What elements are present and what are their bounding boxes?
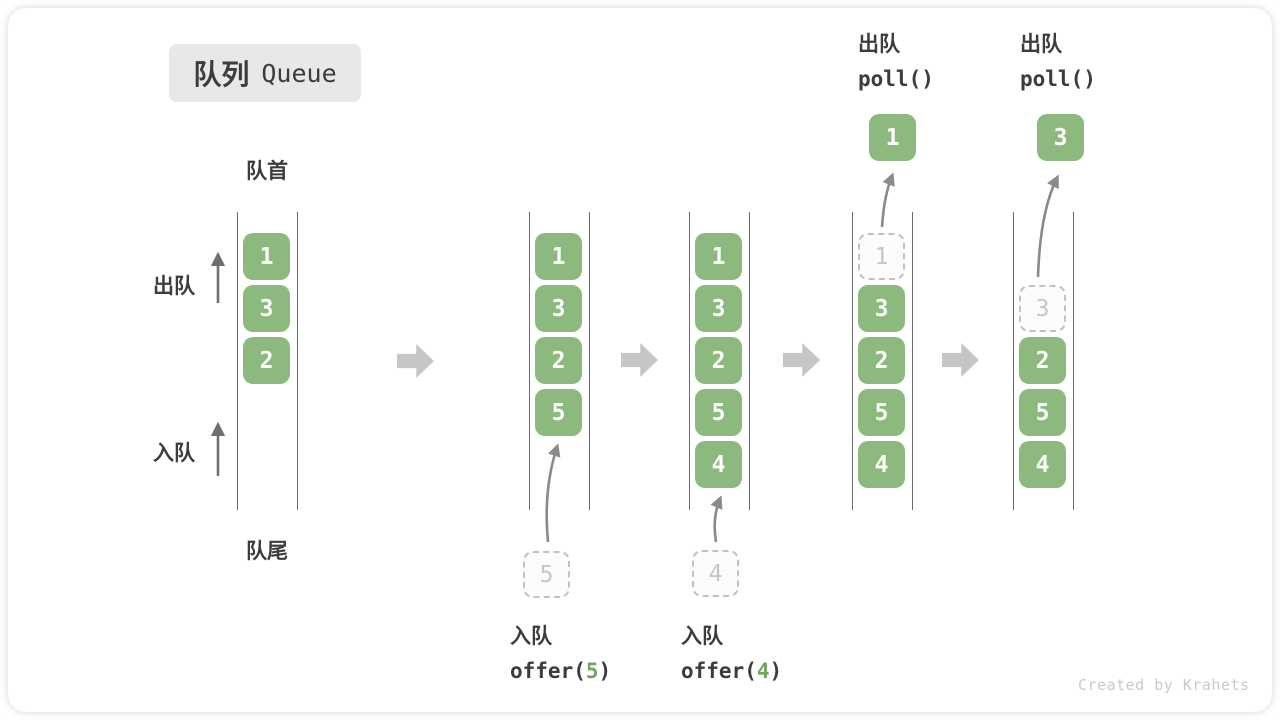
queue-item: 5: [695, 389, 742, 436]
poll-operation-label: 出队 poll(): [1020, 28, 1096, 91]
queue-item: 4: [858, 441, 905, 488]
poll-label-chinese: 出队: [858, 33, 900, 56]
queue-state-1: 1 3 2: [237, 212, 298, 510]
queue-item: 2: [858, 337, 905, 384]
queue-item: 5: [535, 389, 582, 436]
queue-item: 1: [695, 233, 742, 280]
queue-item: 3: [535, 285, 582, 332]
poll-code: poll(): [1020, 67, 1096, 91]
title-chinese: 队列: [193, 59, 250, 90]
poll-code: poll(): [858, 67, 934, 91]
offer-operation-label: 入队 offer(5): [510, 620, 611, 683]
offer-code-arg: 4: [756, 659, 770, 683]
queue-state-4: 1 3 2 5 4: [852, 212, 913, 510]
queue-item: 5: [1019, 389, 1066, 436]
queue-item: 2: [1019, 337, 1066, 384]
queue-item: 2: [535, 337, 582, 384]
poll-result-value: 3: [1037, 114, 1084, 161]
credit-text: Created by Krahets: [1078, 676, 1250, 694]
poll-operation-label: 出队 poll(): [858, 28, 934, 91]
offer-code: offer(4): [681, 659, 782, 683]
queue-rear-label: 队尾: [246, 540, 288, 563]
offer-label-chinese: 入队: [681, 625, 723, 648]
queue-item: 1: [243, 233, 290, 280]
queue-item: 4: [1019, 441, 1066, 488]
queue-item: 3: [858, 285, 905, 332]
staged-enqueue-value: 4: [692, 550, 739, 597]
queue-state-5: 3 2 5 4: [1013, 212, 1074, 510]
diagram-title: 队列 Queue: [169, 44, 361, 102]
queue-item-removed: 1: [858, 233, 905, 280]
queue-item: 2: [695, 337, 742, 384]
offer-code: offer(5): [510, 659, 611, 683]
queue-item: 3: [243, 285, 290, 332]
dequeue-side-label: 出队: [153, 275, 195, 298]
offer-code-prefix: offer(: [681, 659, 757, 683]
staged-enqueue-value: 5: [523, 551, 570, 598]
queue-state-3: 1 3 2 5 4: [689, 212, 750, 510]
queue-item: 3: [695, 285, 742, 332]
enqueue-side-label: 入队: [153, 442, 195, 465]
offer-code-arg: 5: [585, 659, 599, 683]
offer-code-suffix: ): [598, 659, 612, 683]
queue-state-2: 1 3 2 5: [529, 212, 590, 510]
queue-item: 4: [695, 441, 742, 488]
queue-front-label: 队首: [246, 160, 288, 183]
poll-label-chinese: 出队: [1020, 33, 1062, 56]
queue-item: 1: [535, 233, 582, 280]
offer-code-suffix: ): [769, 659, 783, 683]
offer-code-prefix: offer(: [510, 659, 586, 683]
queue-item: 5: [858, 389, 905, 436]
offer-label-chinese: 入队: [510, 625, 552, 648]
queue-item: 2: [243, 337, 290, 384]
queue-item-removed: 3: [1019, 285, 1066, 332]
poll-result-value: 1: [869, 114, 916, 161]
offer-operation-label: 入队 offer(4): [681, 620, 782, 683]
title-english: Queue: [261, 58, 337, 88]
